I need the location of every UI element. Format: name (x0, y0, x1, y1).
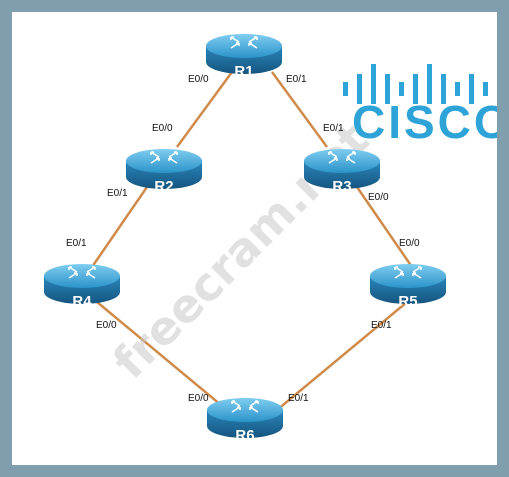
diagram-canvas: CISCO freecram.net R1 (12, 12, 497, 465)
cisco-logo-icon (343, 64, 488, 104)
router-r2-icon[interactable] (126, 149, 202, 189)
r1-e01-label: E0/1 (286, 74, 307, 85)
link-r1-r3 (270, 71, 329, 148)
router-r3-label: R3 (332, 178, 351, 195)
router-r1-label: R1 (234, 63, 253, 80)
router-r6-icon[interactable] (207, 398, 283, 438)
link-r3-r5 (355, 186, 414, 268)
r5-e01-label: E0/1 (371, 320, 392, 331)
cisco-logo-text: CISCO (352, 96, 497, 148)
router-r5-label: R5 (398, 293, 417, 310)
r2-e00-label: E0/0 (152, 123, 173, 134)
link-r1-r2 (175, 71, 234, 148)
router-r4-icon[interactable] (44, 264, 120, 304)
router-r4-label: R4 (72, 293, 92, 310)
r1-e00-label: E0/0 (188, 74, 209, 85)
link-r2-r4 (90, 186, 149, 268)
r6-e01-label: E0/1 (288, 393, 309, 404)
link-r5-r6 (276, 301, 408, 411)
r4-e01-label: E0/1 (66, 238, 87, 249)
router-r2-label: R2 (154, 178, 173, 195)
r5-e00-label: E0/0 (399, 238, 420, 249)
r3-e01-label: E0/1 (323, 123, 344, 134)
link-r4-r6 (96, 301, 228, 411)
network-topology: CISCO freecram.net R1 (44, 34, 497, 444)
r3-e00-label: E0/0 (368, 192, 389, 203)
router-r6-label: R6 (235, 427, 254, 444)
router-r3-icon[interactable] (304, 149, 380, 189)
r6-e00-label: E0/0 (188, 393, 209, 404)
router-r5-icon[interactable] (370, 264, 446, 304)
r2-e01-label: E0/1 (107, 188, 128, 199)
r4-e00-label: E0/0 (96, 320, 117, 331)
router-r1-icon[interactable] (206, 34, 282, 74)
